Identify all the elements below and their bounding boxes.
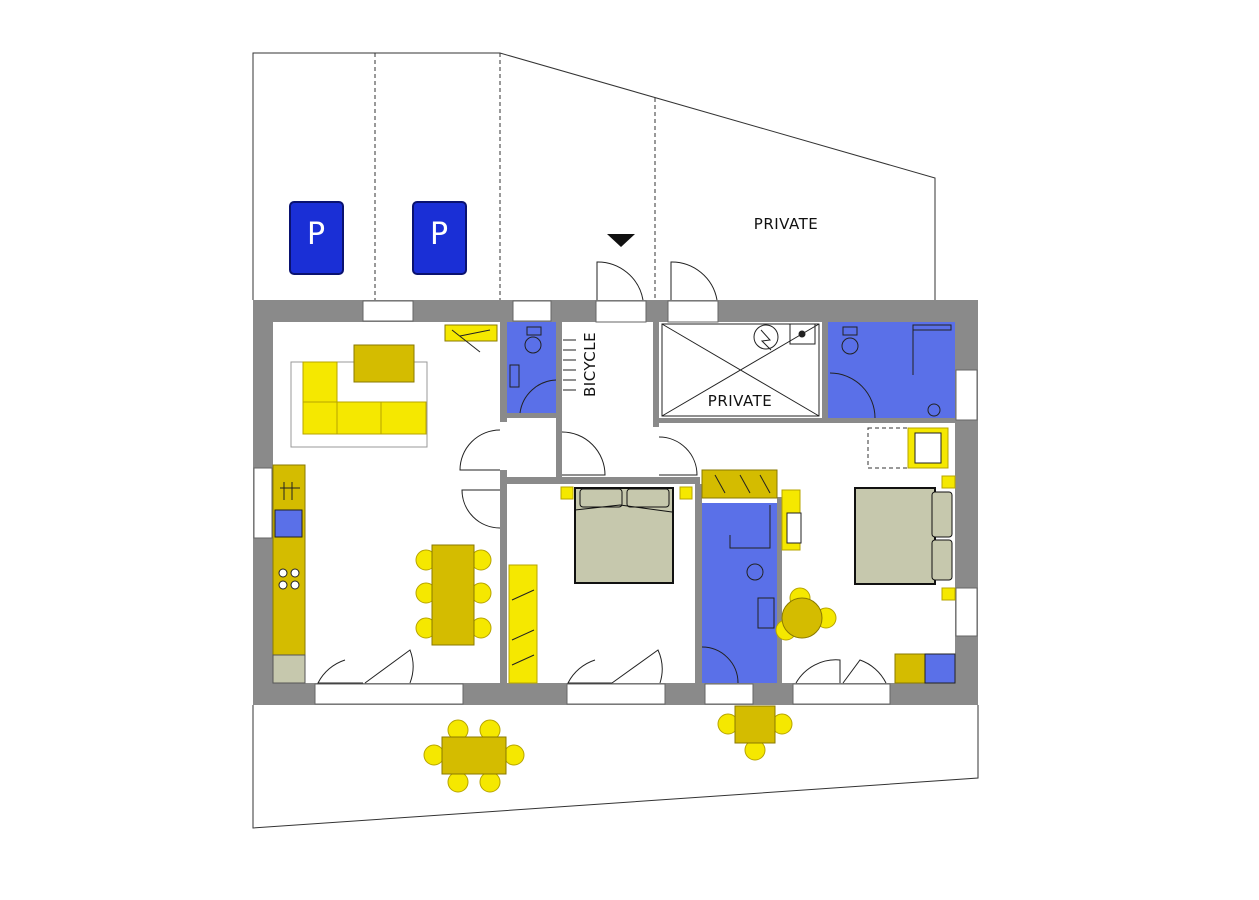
bicycle-room: BICYCLE [563,332,599,397]
wardrobe-1 [508,564,538,684]
private-outdoor-label: PRIVATE [754,215,818,233]
kitchen-counter [272,464,306,684]
parking-sign-icon [412,201,467,275]
wc-1 [507,322,557,414]
bedroom-2 [775,427,956,684]
bathroom-2 [828,322,955,419]
door-swings [317,261,887,684]
bathroom-3 [701,469,778,684]
terrace-table-1 [423,719,525,793]
terrace-table-2 [717,705,793,761]
parking-sign-icon [289,201,344,275]
bicycle-label: BICYCLE [581,332,599,397]
private-room-label: PRIVATE [708,392,772,410]
terrace-bottom [252,705,979,829]
entrance-arrow-icon [607,234,635,247]
private-storage [661,323,820,417]
parking-label-1: P [307,217,325,252]
parking-spot-2: P [412,201,467,275]
wall-openings [253,300,978,705]
coffee-table [353,344,415,383]
tv-unit [444,324,498,353]
parking-spot-1: P [289,201,344,275]
bedroom-1 [508,486,693,684]
dining-table [415,544,492,646]
interior-walls [500,322,955,683]
parking-label-2: P [430,217,448,252]
outdoor-area-top [252,52,936,300]
